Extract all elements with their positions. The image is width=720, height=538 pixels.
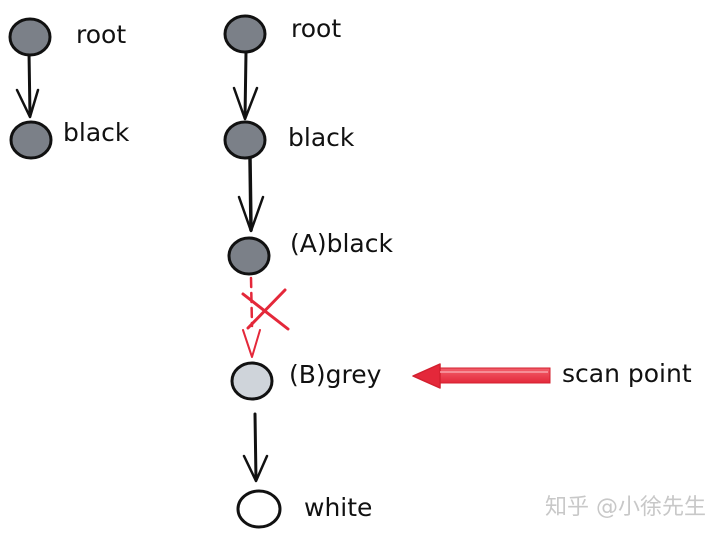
node-B-label: (B)grey (289, 360, 382, 389)
scan-point-label: scan point (562, 359, 692, 388)
node-white-label: white (304, 493, 372, 522)
node-A-label: (A)black (290, 229, 393, 258)
scan-point-arrow (412, 363, 551, 389)
edge-root-to-black (232, 50, 259, 121)
node-black (9, 120, 53, 160)
node-B (230, 361, 274, 401)
node-root-label: root (76, 20, 126, 49)
edge-B-to-white (242, 412, 269, 483)
edge-A-to-B-crossed (241, 276, 290, 358)
node-root-label: root (291, 14, 341, 43)
node-white (236, 489, 282, 529)
node-black-label: black (63, 118, 130, 147)
watermark: 知乎 @小徐先生 (545, 495, 706, 520)
edge-root-to-black (15, 50, 40, 119)
scan-point-annotation: scan point (412, 359, 692, 389)
edge-black-to-A (237, 156, 265, 233)
node-A (227, 236, 271, 276)
node-root (223, 14, 267, 54)
node-root (8, 17, 52, 57)
node-black (223, 120, 267, 160)
right-graph: root black (A)black (B)grey white (223, 14, 393, 529)
left-graph: root black (8, 17, 130, 160)
node-black-label: black (288, 123, 355, 152)
